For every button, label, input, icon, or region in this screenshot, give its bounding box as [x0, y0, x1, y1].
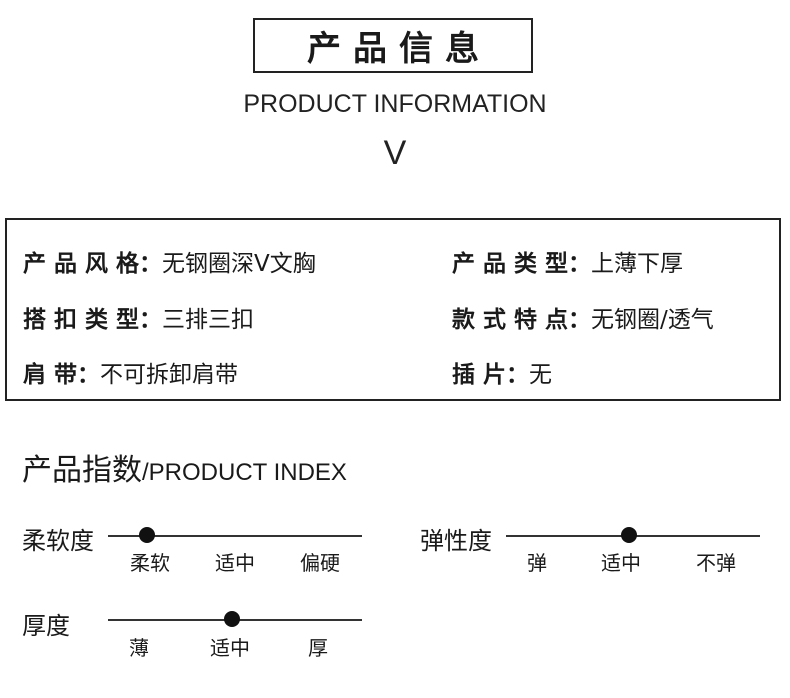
info-insert: 插 片：无	[452, 355, 552, 389]
title-box: 产品信息	[253, 18, 533, 73]
elasticity-tick-medium: 适中	[601, 551, 641, 575]
info-style-value: 无钢圈深V文胸	[162, 251, 316, 277]
softness-indicator	[139, 527, 155, 543]
softness-tick-medium: 适中	[215, 551, 255, 575]
product-index-title-en: /PRODUCT INDEX	[142, 459, 347, 486]
thickness-indicator	[224, 611, 240, 627]
softness-label: 柔软度	[22, 527, 94, 555]
info-strap-label: 肩 带：	[23, 362, 101, 388]
page-subtitle: PRODUCT INFORMATION	[243, 90, 547, 118]
info-type-value: 上薄下厚	[591, 251, 684, 277]
info-clasp: 搭 扣 类 型：三排三扣	[23, 300, 254, 334]
softness-track	[108, 535, 362, 537]
product-index-title: 产品指数/PRODUCT INDEX	[22, 445, 347, 489]
thickness-tick-thick: 厚	[308, 636, 328, 660]
info-style: 产 品 风 格：无钢圈深V文胸	[23, 244, 316, 278]
thickness-tick-thin: 薄	[129, 636, 149, 660]
thickness-tick-medium: 适中	[210, 636, 250, 660]
softness-tick-hard: 偏硬	[300, 551, 340, 575]
softness-tick-soft: 柔软	[130, 551, 170, 575]
info-feature: 款 式 特 点：无钢圈/透气	[452, 300, 714, 334]
info-type-label: 产 品 类 型：	[452, 251, 592, 277]
info-type: 产 品 类 型：上薄下厚	[452, 244, 683, 278]
info-feature-label: 款 式 特 点：	[452, 307, 592, 333]
v-mark: V	[383, 134, 407, 172]
elasticity-tick-inelastic: 不弹	[696, 551, 736, 575]
elasticity-indicator	[621, 527, 637, 543]
product-info-box: 产 品 风 格：无钢圈深V文胸 产 品 类 型：上薄下厚 搭 扣 类 型：三排三…	[5, 218, 781, 401]
info-strap: 肩 带：不可拆卸肩带	[23, 355, 238, 389]
product-index-title-cn: 产品指数	[22, 453, 142, 488]
info-insert-label: 插 片：	[452, 362, 530, 388]
info-clasp-label: 搭 扣 类 型：	[23, 307, 163, 333]
elasticity-label: 弹性度	[420, 527, 492, 555]
info-strap-value: 不可拆卸肩带	[100, 362, 239, 388]
info-feature-value: 无钢圈/透气	[591, 307, 714, 333]
info-clasp-value: 三排三扣	[162, 307, 255, 333]
elasticity-tick-elastic: 弹	[527, 551, 547, 575]
thickness-label: 厚度	[22, 612, 70, 640]
info-insert-value: 无	[529, 362, 553, 388]
info-style-label: 产 品 风 格：	[23, 251, 163, 277]
page-title: 产品信息	[307, 29, 491, 69]
